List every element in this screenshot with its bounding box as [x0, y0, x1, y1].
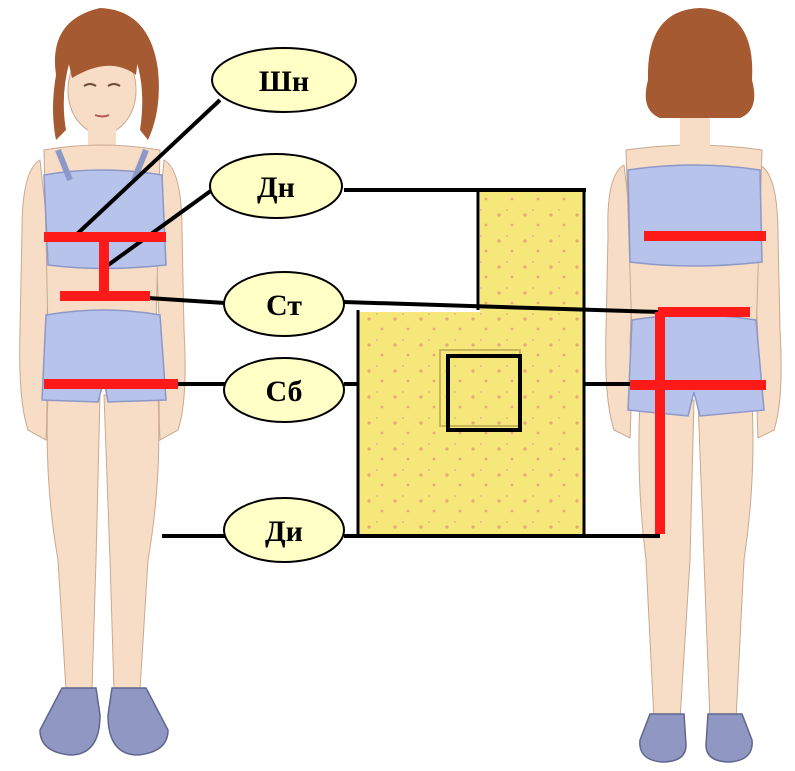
back-crop-top [628, 165, 762, 266]
label-bubble-sb: Сб [224, 358, 344, 422]
label-bubble-di: Ди [224, 498, 344, 562]
back-shorts [628, 315, 764, 416]
label-bubble-st: Ст [224, 272, 344, 336]
front-right-shoe [108, 688, 168, 755]
back-left-leg [639, 400, 694, 720]
label-di: Ди [265, 515, 303, 548]
back-right-leg [698, 400, 753, 720]
fabric-swatch [358, 192, 584, 536]
back-hair [646, 8, 755, 118]
front-left-leg [47, 395, 100, 690]
label-bubble-dn: Дн [210, 154, 342, 218]
front-left-shoe [40, 688, 100, 755]
back-right-shoe [706, 714, 752, 762]
label-shn: Шн [259, 65, 309, 98]
label-bubble-shn: Шн [212, 48, 356, 112]
label-sb: Сб [265, 375, 302, 408]
front-right-leg [104, 395, 159, 690]
label-st: Ст [266, 289, 302, 322]
label-dn: Дн [257, 171, 295, 204]
back-left-shoe [640, 714, 686, 762]
